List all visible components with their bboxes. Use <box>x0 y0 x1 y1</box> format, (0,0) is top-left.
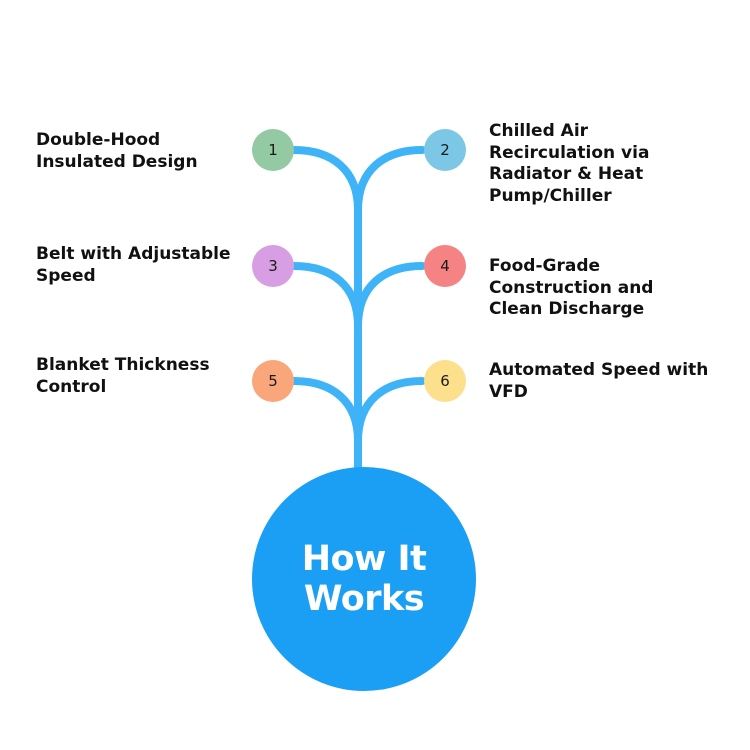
step-6-number-badge: 6 <box>424 360 466 402</box>
step-4-number-badge: 4 <box>424 245 466 287</box>
step-5-number-badge: 5 <box>252 360 294 402</box>
step-6-label: Automated Speed with VFD <box>489 360 709 402</box>
branch-line-5 <box>290 377 362 445</box>
hub-title: How It Works <box>301 539 427 619</box>
branch-line-3 <box>290 262 362 330</box>
branch-line-2 <box>354 146 426 214</box>
step-3-number-badge: 3 <box>252 245 294 287</box>
step-4-label: Food-Grade Construction and Clean Discha… <box>489 256 654 319</box>
step-2-number-badge: 2 <box>424 129 466 171</box>
branch-line-6 <box>354 377 426 445</box>
step-1-number-badge: 1 <box>252 129 294 171</box>
step-5-label: Blanket Thickness Control <box>36 355 210 397</box>
step-1-label: Double-Hood Insulated Design <box>36 130 198 172</box>
how-it-works-hub: How It Works <box>252 467 476 691</box>
step-3-label: Belt with Adjustable Speed <box>36 244 231 286</box>
step-2-label: Chilled Air Recirculation via Radiator &… <box>489 121 650 206</box>
branch-line-1 <box>290 146 362 214</box>
branch-line-4 <box>354 262 426 330</box>
